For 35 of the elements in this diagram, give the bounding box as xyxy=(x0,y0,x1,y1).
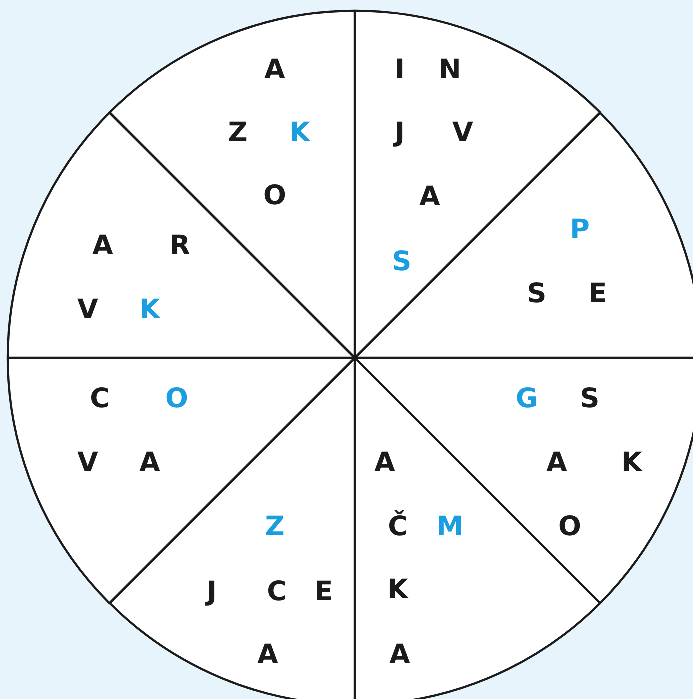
puzzle-letter: O xyxy=(166,386,188,412)
puzzle-letter: A xyxy=(420,184,440,210)
puzzle-letter: S xyxy=(392,248,412,276)
puzzle-letter: A xyxy=(390,642,410,668)
puzzle-letter: I xyxy=(394,56,406,84)
puzzle-letter: K xyxy=(140,296,160,324)
puzzle-letter: M xyxy=(436,514,464,540)
puzzle-letter: K xyxy=(622,450,642,476)
puzzle-letter: C xyxy=(90,386,110,412)
puzzle-letter: A xyxy=(546,450,568,476)
puzzle-letter: V xyxy=(78,450,98,476)
puzzle-letter: K xyxy=(290,120,310,146)
puzzle-letter: S xyxy=(580,386,600,412)
puzzle-letter: A xyxy=(258,642,278,668)
puzzle-letter: V xyxy=(78,296,98,324)
puzzle-letter: S xyxy=(527,280,547,308)
puzzle-letter: Z xyxy=(228,120,248,146)
puzzle-letter: P xyxy=(570,216,590,244)
puzzle-letter: E xyxy=(314,578,334,606)
puzzle-letter: G xyxy=(516,386,538,412)
puzzle-letter: C xyxy=(267,578,287,606)
puzzle-letter: J xyxy=(394,120,406,146)
puzzle-letter: N xyxy=(438,56,462,84)
puzzle-letter: E xyxy=(588,280,608,308)
puzzle-letter: O xyxy=(264,182,286,210)
puzzle-letter: A xyxy=(264,56,286,84)
puzzle-letter: K xyxy=(388,576,408,604)
puzzle-letter: A xyxy=(374,450,396,476)
puzzle-letter: A xyxy=(140,450,160,476)
puzzle-letter: A xyxy=(92,232,114,260)
puzzle-letter: R xyxy=(170,232,190,260)
puzzle-letter: V xyxy=(452,120,474,146)
puzzle-letter: Z xyxy=(265,514,285,540)
puzzle-letter: J xyxy=(206,578,217,606)
puzzle-letter: O xyxy=(558,514,582,540)
